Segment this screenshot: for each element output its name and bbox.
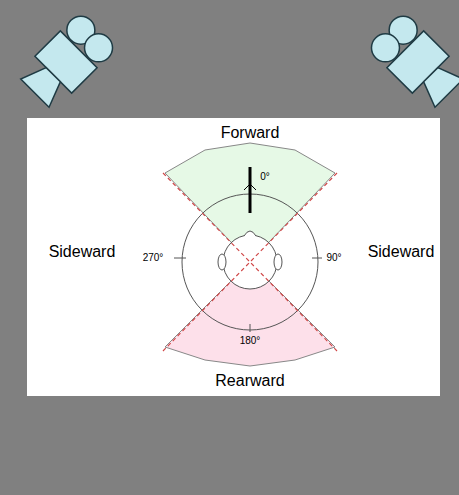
tick-mark [312, 258, 322, 259]
head [223, 235, 277, 289]
direction-label: Forward [221, 124, 280, 142]
angle-label: 180° [240, 335, 261, 347]
direction-label: Rearward [215, 372, 284, 390]
nose [244, 231, 256, 236]
camera-icon [366, 10, 459, 112]
outer-circle [182, 194, 318, 330]
direction-bar [249, 167, 252, 213]
angle-label: 0° [260, 171, 270, 183]
angle-label: 90° [326, 252, 341, 264]
ear [274, 254, 282, 270]
direction-label: Sideward [49, 243, 116, 261]
tick-mark [250, 324, 251, 332]
direction-label: Sideward [368, 243, 435, 261]
angle-label: 270° [143, 252, 164, 264]
ear [218, 254, 226, 270]
white-panel [27, 118, 440, 396]
camera-icon [17, 10, 119, 112]
direction-arrow [244, 184, 256, 190]
tick-mark [174, 258, 186, 259]
